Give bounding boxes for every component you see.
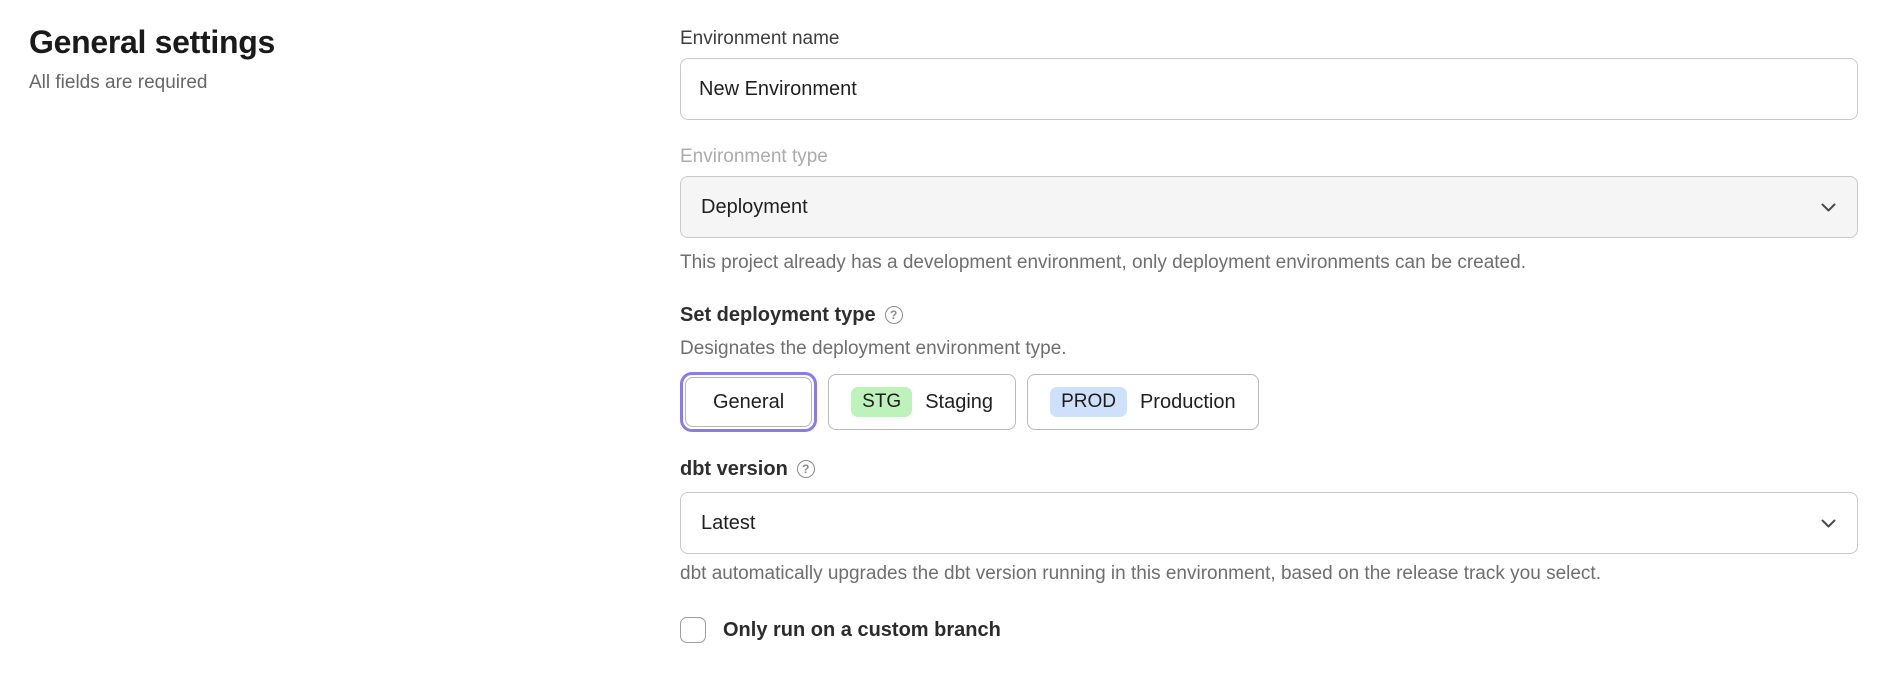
deployment-type-option-general[interactable]: General bbox=[685, 377, 813, 427]
option-label: Staging bbox=[925, 390, 994, 413]
selected-option-ring: General bbox=[680, 372, 818, 432]
deployment-type-heading: Set deployment type ? bbox=[680, 304, 1858, 326]
option-label: General bbox=[713, 390, 785, 413]
environment-name-label: Environment name bbox=[680, 28, 840, 49]
deployment-type-option-staging[interactable]: STG Staging bbox=[828, 374, 1017, 430]
dbt-version-heading-text: dbt version bbox=[680, 458, 788, 480]
help-icon[interactable]: ? bbox=[796, 460, 815, 478]
production-badge: PROD bbox=[1050, 387, 1127, 417]
deployment-type-description: Designates the deployment environment ty… bbox=[680, 338, 1067, 359]
dbt-version-select[interactable]: Latest bbox=[680, 492, 1858, 554]
chevron-down-icon bbox=[1820, 518, 1837, 529]
dbt-version-value: Latest bbox=[701, 511, 756, 534]
environment-type-helper: This project already has a development e… bbox=[680, 252, 1526, 273]
staging-badge: STG bbox=[851, 387, 913, 417]
page-title: General settings bbox=[29, 24, 275, 60]
page-header: General settings All fields are required bbox=[29, 24, 629, 94]
environment-type-select[interactable]: Deployment bbox=[680, 176, 1858, 238]
chevron-down-icon bbox=[1820, 202, 1837, 213]
page-subtitle: All fields are required bbox=[29, 72, 208, 93]
custom-branch-row: Only run on a custom branch bbox=[680, 617, 1858, 643]
option-label: Production bbox=[1139, 390, 1236, 413]
custom-branch-checkbox[interactable] bbox=[680, 617, 706, 643]
environment-type-value: Deployment bbox=[701, 195, 808, 218]
dbt-version-helper: dbt automatically upgrades the dbt versi… bbox=[680, 563, 1601, 584]
dbt-version-heading: dbt version ? bbox=[680, 458, 1858, 480]
environment-type-label: Environment type bbox=[680, 146, 828, 167]
deployment-type-option-production[interactable]: PROD Production bbox=[1027, 374, 1259, 430]
custom-branch-label[interactable]: Only run on a custom branch bbox=[723, 618, 1001, 641]
deployment-type-options: General STG Staging PROD Production bbox=[680, 370, 1858, 434]
deployment-type-heading-text: Set deployment type bbox=[680, 304, 876, 326]
general-settings-form: Environment name Environment type Deploy… bbox=[680, 28, 1858, 643]
help-icon[interactable]: ? bbox=[884, 306, 903, 324]
environment-name-input[interactable] bbox=[680, 58, 1858, 120]
